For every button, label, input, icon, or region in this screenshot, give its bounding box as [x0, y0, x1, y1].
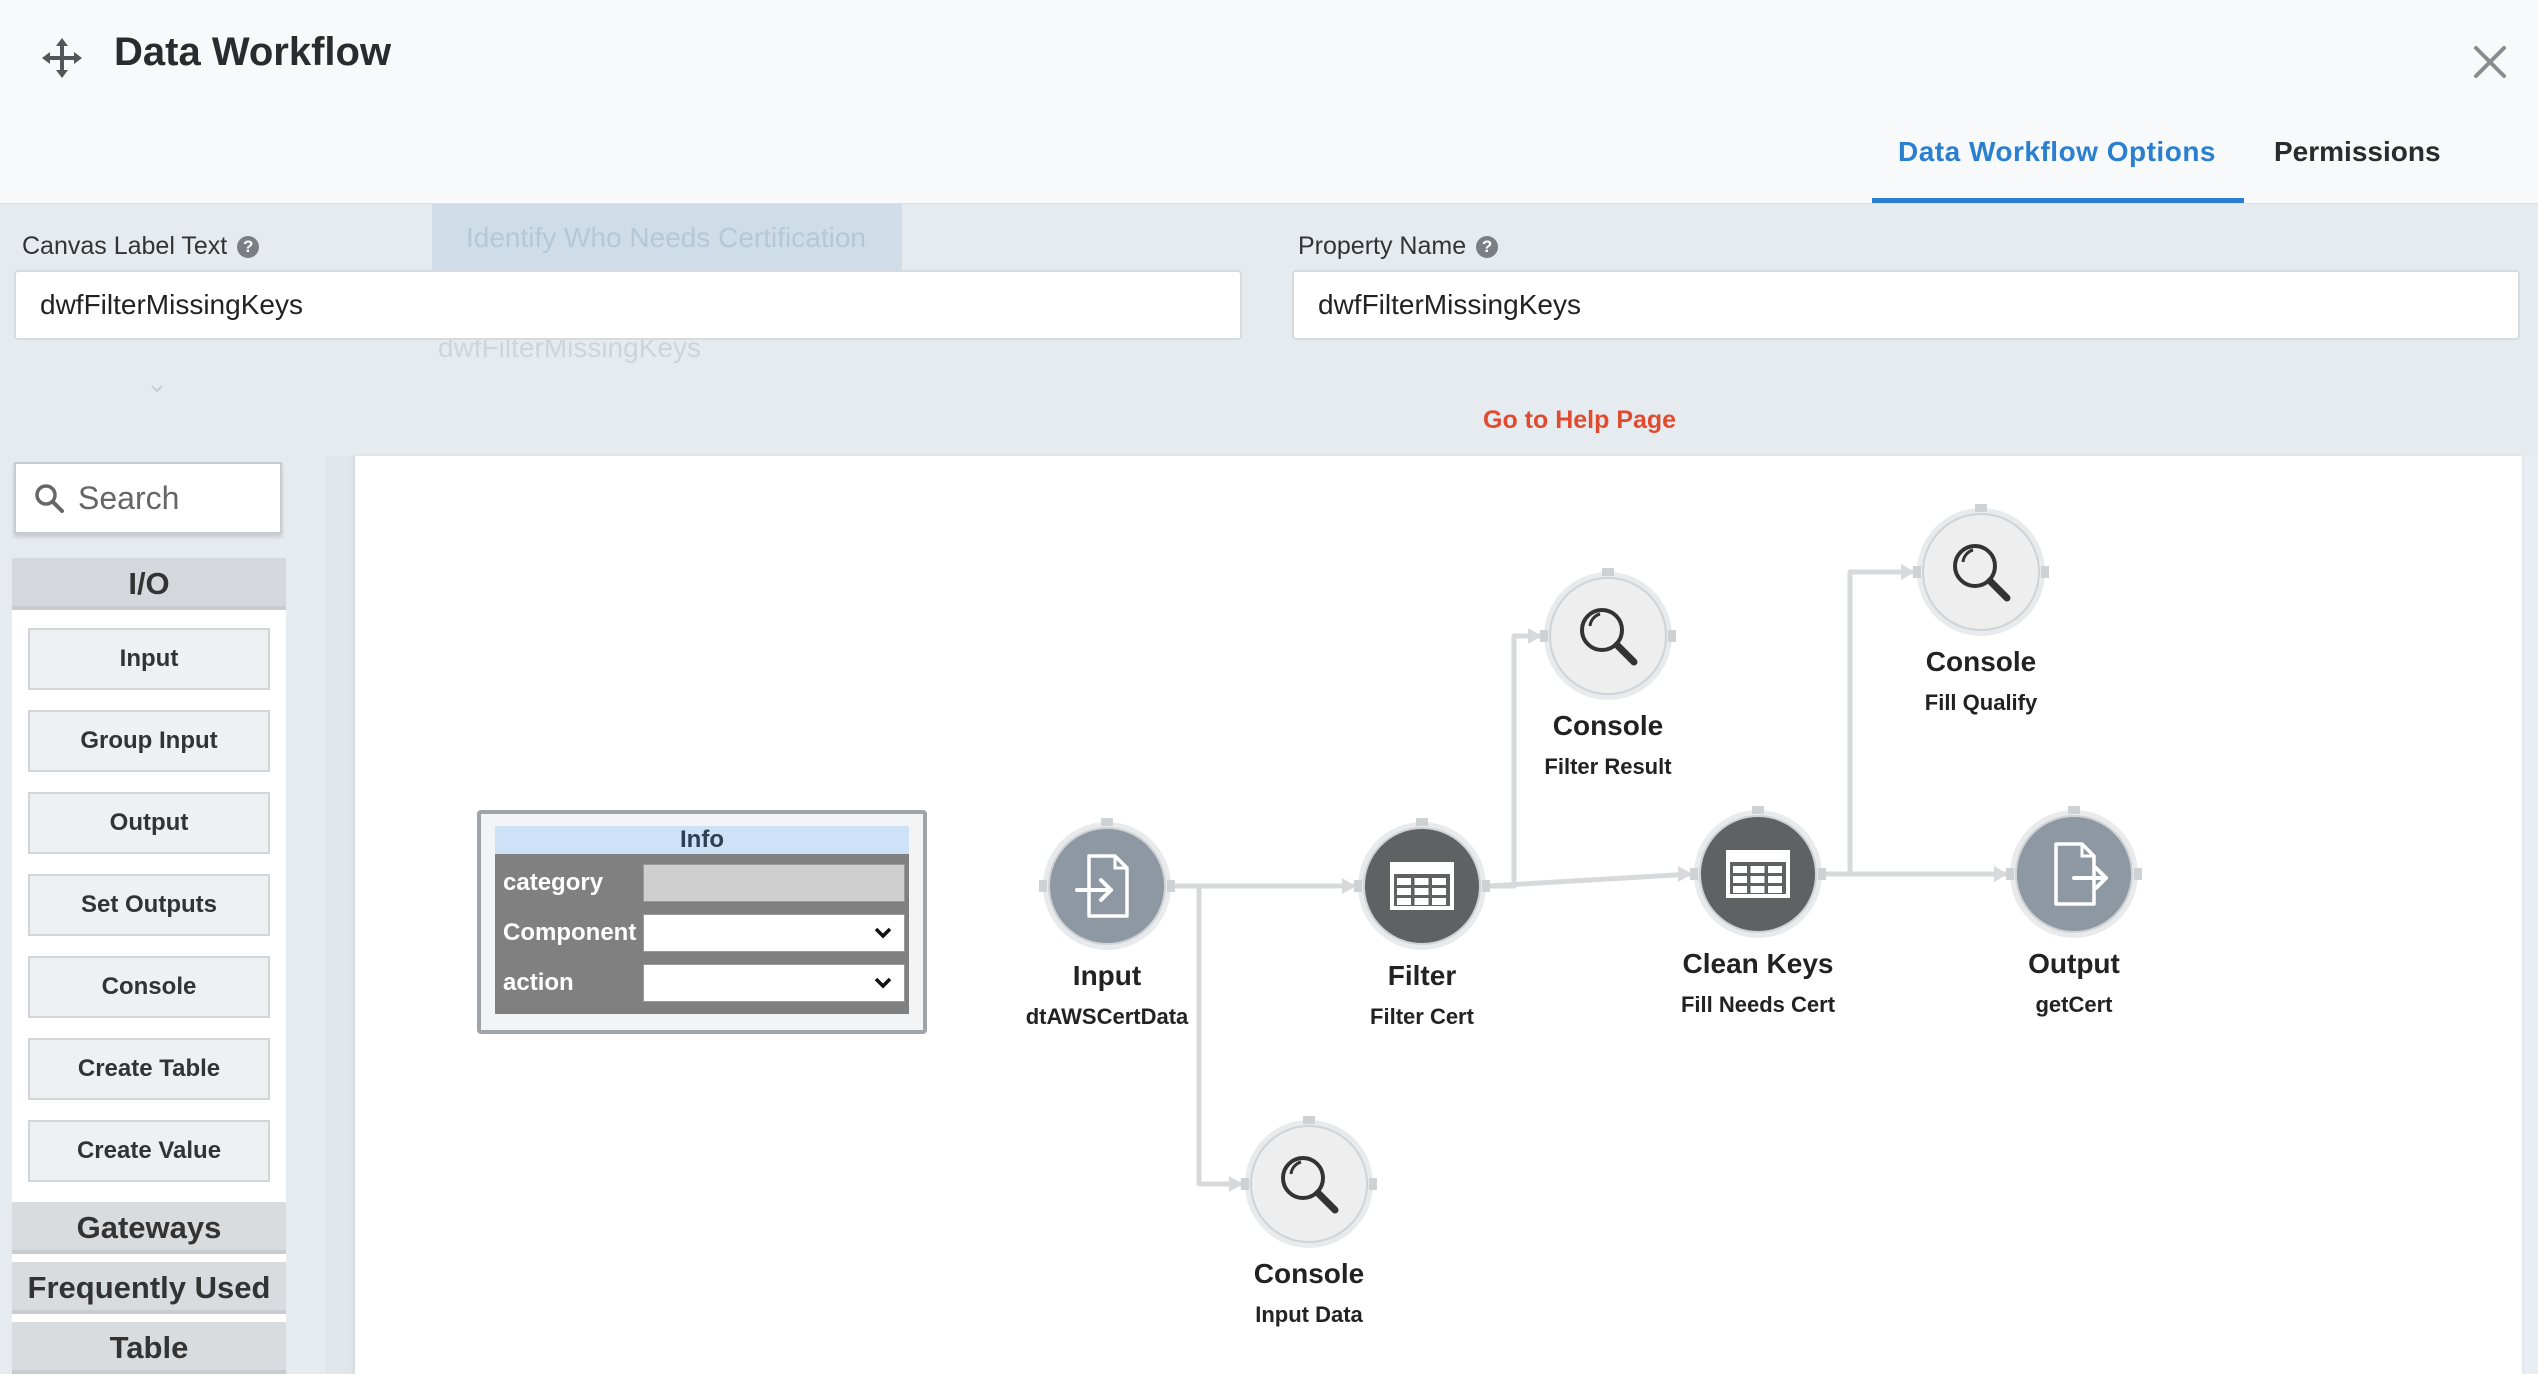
canvas-label-text-label-text: Canvas Label Text	[22, 232, 228, 260]
active-tab-indicator	[1872, 198, 2244, 203]
info-label-category: category	[503, 869, 604, 896]
workflow-graph	[1039, 504, 2142, 1248]
palette-item-create-value[interactable]: Create Value	[28, 1120, 270, 1182]
property-name-label-text: Property Name	[1298, 232, 1467, 260]
node-type-label: Filter	[1387, 960, 1457, 991]
category-field	[643, 864, 905, 902]
tab-data-workflow-options[interactable]: Data Workflow Options	[1898, 136, 2216, 167]
dialog-header: Data Workflow Data Workflow Options Perm…	[0, 0, 2538, 204]
canvas-label-text-input[interactable]	[14, 270, 1242, 340]
node-type-label: Output	[2028, 948, 2120, 979]
output-document-icon	[2054, 842, 2108, 906]
chevron-down-icon	[874, 977, 892, 989]
node-name-label: dtAWSCertData	[1025, 1004, 1189, 1029]
edge-arrow-icon	[1994, 866, 2008, 882]
info-panel-body: category Component action	[495, 854, 909, 1014]
node-console-fill[interactable]	[1913, 504, 2049, 636]
node-clean[interactable]	[1690, 806, 1826, 938]
info-label-component: Component	[503, 919, 637, 946]
info-row-component: Component	[495, 908, 909, 958]
node-output[interactable]	[2006, 806, 2142, 938]
node-name-label: Fill Needs Cert	[1680, 992, 1836, 1017]
property-name-label: Property Name ?	[1298, 232, 1499, 261]
node-type-label: Clean Keys	[1682, 948, 1834, 979]
edge-filter-to-console_filter	[1488, 633, 1542, 889]
action-select[interactable]	[643, 964, 905, 1002]
chevron-down-icon	[874, 927, 892, 939]
node-name-label: Filter Result	[1544, 754, 1672, 779]
magnifier-icon	[1953, 544, 2011, 602]
component-palette: Search I/O Input Group Input Output Set …	[0, 456, 325, 1374]
palette-item-create-table[interactable]: Create Table	[28, 1038, 270, 1100]
palette-item-console[interactable]: Console	[28, 956, 270, 1018]
magnifier-icon	[1281, 1156, 1339, 1214]
info-label-action: action	[503, 969, 574, 996]
search-icon	[35, 484, 64, 513]
form-area: Identify Who Needs Certification dwfFilt…	[0, 204, 2538, 456]
node-type-label: Console	[1925, 646, 2037, 677]
move-icon[interactable]	[40, 36, 84, 80]
category-io[interactable]: I/O	[12, 558, 286, 610]
edge-arrow-icon	[1678, 866, 1692, 882]
node-input[interactable]	[1039, 818, 1175, 950]
workflow-canvas[interactable]: Info category Component action Input dtAW…	[354, 456, 2522, 1374]
help-page-link[interactable]: Go to Help Page	[1483, 406, 1677, 434]
palette-list: I/O Input Group Input Output Set Outputs…	[12, 558, 286, 1374]
category-frequently-used[interactable]: Frequently Used	[12, 1262, 286, 1314]
node-type-label: Console	[1552, 710, 1664, 741]
help-icon[interactable]: ?	[1476, 235, 1499, 258]
node-filter[interactable]	[1354, 818, 1490, 950]
edge-filter-to-clean	[1487, 871, 1693, 889]
node-name-label: Fill Qualify	[1924, 690, 2038, 715]
edge-arrow-icon	[1229, 1176, 1243, 1192]
canvas-gutter	[325, 456, 355, 1374]
dialog-title: Data Workflow	[114, 30, 392, 74]
edge-input-to-console_input	[1173, 883, 1243, 1187]
search-placeholder: Search	[78, 479, 180, 516]
edge-clean-to-console_fill	[1824, 569, 1915, 877]
tab-permissions[interactable]: Permissions	[2274, 136, 2441, 167]
category-gateways[interactable]: Gateways	[12, 1202, 286, 1254]
node-console-input[interactable]	[1241, 1116, 1377, 1248]
node-type-label: Input	[1072, 960, 1142, 991]
palette-item-set-outputs[interactable]: Set Outputs	[28, 874, 270, 936]
node-name-label: Filter Cert	[1370, 1004, 1474, 1029]
help-icon[interactable]: ?	[237, 235, 260, 258]
property-name-input[interactable]	[1292, 270, 2520, 340]
node-name-label: getCert	[2035, 992, 2113, 1017]
canvas-label-text-label: Canvas Label Text ?	[22, 232, 260, 261]
close-icon[interactable]	[2470, 42, 2510, 82]
palette-item-input[interactable]: Input	[28, 628, 270, 690]
info-panel[interactable]: Info category Component action	[477, 810, 927, 1034]
input-document-icon	[1075, 854, 1129, 918]
edge-arrow-icon	[1901, 564, 1915, 580]
edge-arrow-icon	[1528, 628, 1542, 644]
info-row-category: category	[495, 858, 909, 908]
component-select[interactable]	[643, 914, 905, 952]
info-row-action: action	[495, 958, 909, 1008]
magnifier-icon	[1580, 608, 1638, 666]
table-icon	[1726, 850, 1790, 898]
node-console-filter[interactable]	[1540, 568, 1676, 700]
info-panel-title: Info	[495, 826, 909, 854]
node-name-label: Input Data	[1255, 1302, 1363, 1327]
node-label: Input dtAWSCertData	[1026, 960, 1189, 1030]
palette-search[interactable]: Search	[14, 462, 282, 534]
node-type-label: Console	[1253, 1258, 1365, 1289]
table-icon	[1390, 862, 1454, 910]
edge-arrow-icon	[1342, 878, 1356, 894]
node-label: Output getCert	[2028, 948, 2120, 1018]
background-chevron-icon: ⌄	[146, 368, 168, 398]
category-table[interactable]: Table	[12, 1322, 286, 1374]
palette-item-output[interactable]: Output	[28, 792, 270, 854]
palette-item-group-input[interactable]: Group Input	[28, 710, 270, 772]
background-ghost-button: Identify Who Needs Certification	[432, 204, 902, 272]
